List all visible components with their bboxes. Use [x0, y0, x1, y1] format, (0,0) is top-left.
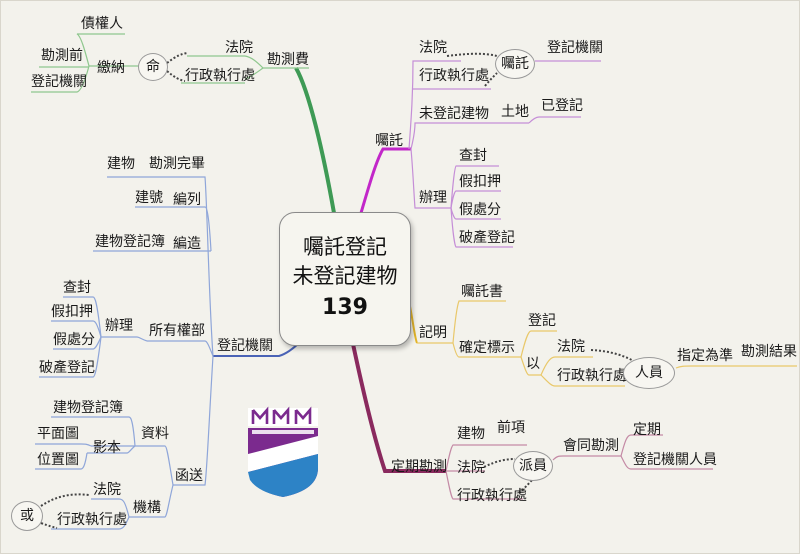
center-page-number: 139: [322, 295, 368, 320]
node-registry-item-0[interactable]: 查封: [63, 280, 91, 296]
node-registry-book[interactable]: 建物登記簿: [95, 234, 165, 250]
node-statement-result[interactable]: 勘測結果: [741, 344, 797, 360]
node-survey-building[interactable]: 建物: [457, 426, 485, 442]
node-registry-number[interactable]: 建號: [135, 190, 163, 206]
node-registry-done[interactable]: 勘測完畢: [149, 156, 205, 172]
node-entrust[interactable]: 囑託: [375, 133, 403, 149]
shield-logo-icon: [248, 406, 318, 497]
node-registry-compile[interactable]: 編列: [173, 192, 201, 208]
node-fee-registry[interactable]: 登記機關: [31, 74, 87, 90]
node-entrust-court[interactable]: 法院: [419, 40, 447, 56]
center-title-line1: 囑託登記: [303, 235, 387, 259]
node-fee-pre-survey[interactable]: 勘測前: [41, 48, 83, 64]
node-registry[interactable]: 登記機關: [217, 338, 273, 354]
branch-line-entrust: [359, 147, 411, 214]
node-registry-ownership[interactable]: 所有權部: [149, 323, 205, 339]
node-entrust-item-1[interactable]: 假扣押: [459, 174, 501, 190]
bubble-dispatch[interactable]: 派員: [513, 451, 553, 481]
node-statement-by[interactable]: 以: [526, 356, 540, 372]
node-registry-court[interactable]: 法院: [93, 482, 121, 498]
bubble-entrust[interactable]: 囑託: [495, 49, 535, 79]
node-survey-scheduled[interactable]: 定期: [633, 422, 661, 438]
node-entrust-unregistered[interactable]: 未登記建物: [419, 106, 489, 122]
bubble-order[interactable]: 命: [138, 53, 168, 81]
node-registry-agency-label[interactable]: 機構: [133, 500, 161, 516]
node-survey-court[interactable]: 法院: [457, 460, 485, 476]
node-registry-send[interactable]: 函送: [175, 468, 203, 484]
node-statement-letter[interactable]: 囑託書: [461, 284, 503, 300]
node-statement-confirm[interactable]: 確定標示: [459, 340, 515, 356]
node-entrust-item-3[interactable]: 破產登記: [459, 230, 515, 246]
branch-line-fee: [294, 67, 336, 214]
node-statement-court[interactable]: 法院: [557, 339, 585, 355]
node-fee-creditor[interactable]: 債權人: [81, 16, 123, 32]
node-registry-item-1[interactable]: 假扣押: [51, 304, 93, 320]
node-entrust-handle[interactable]: 辦理: [419, 190, 447, 206]
node-fee-pay[interactable]: 繳納: [97, 60, 125, 76]
node-registry-agency[interactable]: 行政執行處: [57, 512, 127, 528]
node-entrust-item-0[interactable]: 查封: [459, 148, 487, 164]
bubble-or[interactable]: 或: [11, 501, 43, 531]
node-statement[interactable]: 記明: [419, 325, 447, 341]
node-registry-item-2[interactable]: 假處分: [53, 332, 95, 348]
node-registry-copy-item-0[interactable]: 建物登記簿: [53, 400, 123, 416]
node-entrust-item-2[interactable]: 假處分: [459, 202, 501, 218]
branch-line-survey: [351, 343, 446, 473]
node-registry-handle[interactable]: 辦理: [105, 318, 133, 334]
node-entrust-registry[interactable]: 登記機關: [547, 40, 603, 56]
node-entrust-registered[interactable]: 已登記: [541, 98, 583, 114]
node-registry-copy-item-1[interactable]: 平面圖: [37, 426, 79, 442]
center-title-line2: 未登記建物: [292, 264, 398, 288]
node-registry-make[interactable]: 編造: [173, 236, 201, 252]
node-entrust-land[interactable]: 土地: [501, 104, 529, 120]
node-statement-designate[interactable]: 指定為準: [677, 348, 733, 364]
node-survey-registry-staff[interactable]: 登記機關人員: [633, 452, 717, 468]
node-survey-preceding[interactable]: 前項: [497, 420, 525, 436]
node-fee-court[interactable]: 法院: [225, 40, 253, 56]
node-statement-register[interactable]: 登記: [528, 313, 556, 329]
node-statement-agency[interactable]: 行政執行處: [557, 368, 627, 384]
node-registry-copy[interactable]: 影本: [93, 440, 121, 456]
node-survey[interactable]: 定期勘測: [391, 459, 447, 475]
node-entrust-agency[interactable]: 行政執行處: [419, 68, 489, 84]
node-registry-material[interactable]: 資料: [141, 426, 169, 442]
node-registry-building[interactable]: 建物: [107, 156, 135, 172]
node-fee[interactable]: 勘測費: [267, 52, 309, 68]
node-registry-item-3[interactable]: 破產登記: [39, 360, 95, 376]
bubble-person[interactable]: 人員: [623, 357, 675, 389]
node-registry-copy-item-2[interactable]: 位置圖: [37, 452, 79, 468]
node-fee-agency[interactable]: 行政執行處: [185, 68, 255, 84]
node-survey-joint[interactable]: 會同勘測: [563, 438, 619, 454]
center-topic[interactable]: 囑託登記 未登記建物 139: [279, 212, 411, 346]
node-survey-agency[interactable]: 行政執行處: [457, 488, 527, 504]
